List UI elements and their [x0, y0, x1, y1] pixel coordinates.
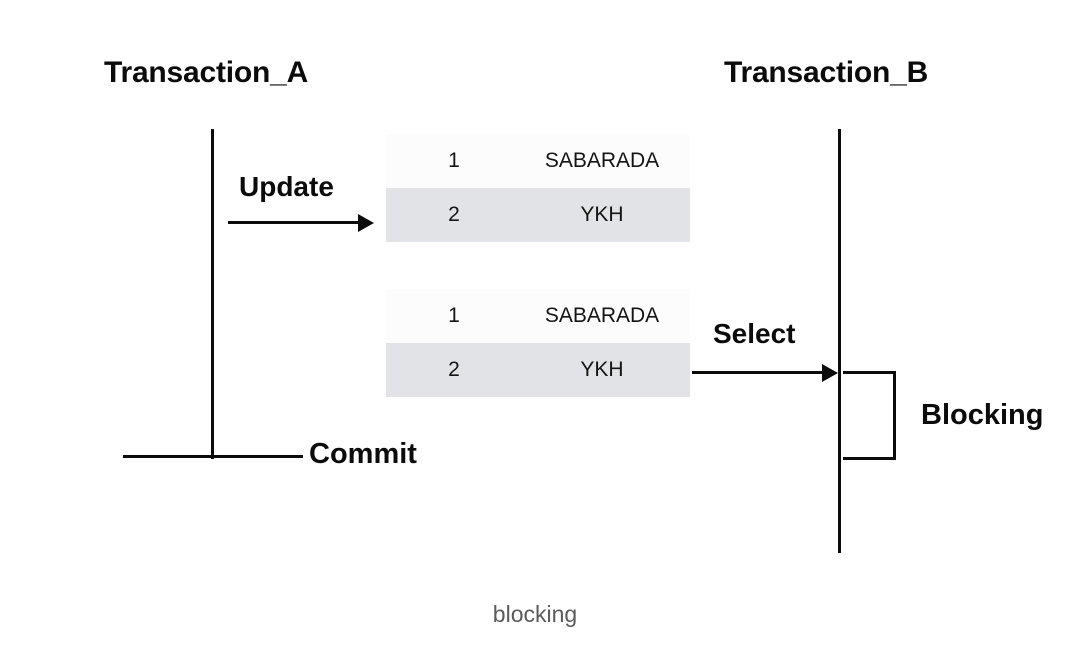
data-table-first: 1 SABARADA 2 YKH — [386, 134, 690, 242]
lifeline-title-transaction-b: Transaction_B — [724, 56, 929, 89]
commit-marker-line — [123, 455, 303, 458]
event-label-blocking: Blocking — [921, 399, 1044, 431]
blocking-bracket-top — [843, 371, 896, 374]
data-table-second: 1 SABARADA 2 YKH — [386, 289, 690, 397]
blocking-bracket-bottom — [843, 457, 896, 460]
table-row: 1 SABARADA — [386, 134, 690, 188]
event-label-commit: Commit — [309, 438, 417, 470]
lifeline-axis-transaction-b — [838, 129, 841, 553]
table-cell-name: SABARADA — [544, 149, 660, 172]
arrow-head-icon — [358, 213, 374, 232]
figure-caption: blocking — [492, 601, 578, 627]
table-row: 2 YKH — [386, 188, 690, 242]
table-cell-id: 1 — [448, 304, 460, 327]
message-label-update: Update — [239, 171, 334, 202]
table-row: 1 SABARADA — [386, 289, 690, 343]
table-cell-id: 2 — [448, 203, 460, 226]
table-cell-name: YKH — [580, 203, 624, 226]
lifeline-title-transaction-a: Transaction_A — [104, 56, 309, 89]
table-cell-id: 1 — [448, 149, 460, 172]
message-label-select: Select — [713, 318, 796, 349]
arrow-head-icon — [822, 363, 838, 382]
lifeline-axis-transaction-a — [211, 129, 214, 459]
table-cell-id: 2 — [448, 358, 460, 381]
message-arrow-update — [228, 221, 360, 224]
table-cell-name: SABARADA — [544, 304, 660, 327]
message-arrow-select — [692, 371, 824, 374]
blocking-bracket-right — [893, 371, 896, 460]
table-cell-name: YKH — [580, 358, 624, 381]
table-row: 2 YKH — [386, 343, 690, 397]
